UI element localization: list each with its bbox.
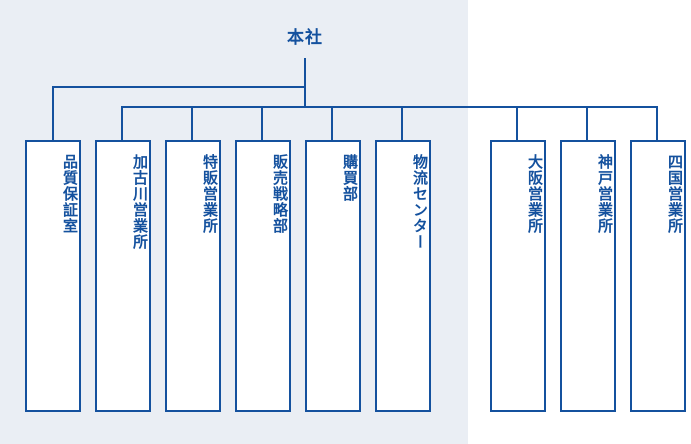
node-label: 神戸営業所 — [596, 154, 614, 234]
connector-drop-node-2 — [121, 106, 123, 140]
node-box-special-sales-office[interactable]: 特販営業所 — [165, 140, 221, 412]
connector-bus-lower — [121, 106, 658, 108]
connector-drop-node-9 — [656, 106, 658, 140]
connector-root-stem — [304, 58, 306, 108]
node-box-sales-strategy-dept[interactable]: 販売戦略部 — [235, 140, 291, 412]
connector-drop-node-1 — [52, 86, 54, 140]
node-label: 購買部 — [341, 154, 359, 202]
node-box-logistics-center[interactable]: 物流センター — [375, 140, 431, 412]
node-box-osaka-sales-office[interactable]: 大阪営業所 — [490, 140, 546, 412]
connector-bus-upper — [52, 86, 306, 88]
node-box-kobe-sales-office[interactable]: 神戸営業所 — [560, 140, 616, 412]
node-box-shikoku-sales-office[interactable]: 四国営業所 — [630, 140, 686, 412]
connector-drop-node-6 — [401, 106, 403, 140]
connector-drop-node-7 — [516, 106, 518, 140]
node-label: 物流センター — [411, 154, 429, 250]
node-label: 特販営業所 — [201, 154, 219, 234]
node-label: 四国営業所 — [666, 154, 684, 234]
node-label: 加古川営業所 — [131, 154, 149, 250]
root-node-honsha: 本社 — [287, 28, 323, 48]
connector-drop-node-8 — [586, 106, 588, 140]
node-box-purchasing-dept[interactable]: 購買部 — [305, 140, 361, 412]
connector-drop-node-4 — [261, 106, 263, 140]
node-box-kakogawa-sales-office[interactable]: 加古川営業所 — [95, 140, 151, 412]
node-box-quality-assurance[interactable]: 品質保証室 — [25, 140, 81, 412]
connector-drop-node-3 — [191, 106, 193, 140]
node-label: 販売戦略部 — [271, 154, 289, 234]
node-label: 品質保証室 — [61, 154, 79, 234]
node-label: 大阪営業所 — [526, 154, 544, 234]
connector-drop-node-5 — [331, 106, 333, 140]
